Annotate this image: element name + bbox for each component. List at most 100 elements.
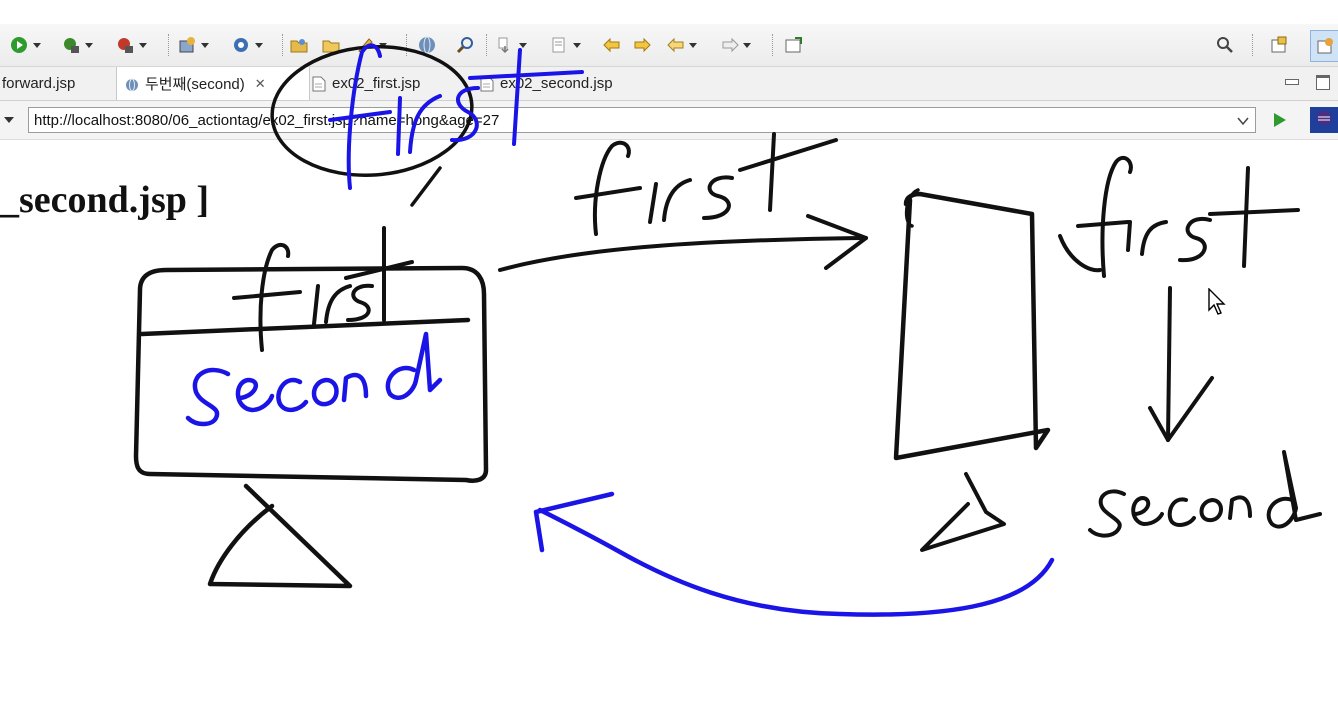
play-icon	[1270, 113, 1288, 133]
tab-browser-second[interactable]: 두번째(second) ✕	[116, 67, 310, 100]
url-dropdown-icon[interactable]	[1235, 112, 1251, 130]
tab-label: ex02_first.jsp	[332, 75, 421, 92]
ink-down-arrow	[1166, 286, 1172, 442]
next-annotation-button[interactable]	[496, 34, 527, 56]
perspective-button[interactable]	[1270, 34, 1288, 56]
tab-ex02-second-jsp[interactable]: ex02_second.jsp	[476, 67, 650, 100]
search-button[interactable]	[1216, 34, 1234, 56]
ink-triangle-left	[207, 483, 353, 589]
java-ee-perspective-button[interactable]	[1310, 30, 1338, 62]
back-orange-icon	[602, 36, 620, 54]
go-button[interactable]	[1270, 111, 1288, 134]
close-icon[interactable]: ✕	[254, 75, 266, 91]
minimize-icon[interactable]	[1285, 79, 1299, 85]
java-ee-icon	[1316, 37, 1334, 55]
url-input[interactable]	[28, 107, 1256, 133]
page-heading: _second.jsp ]	[0, 179, 210, 221]
new-server-icon	[178, 36, 196, 54]
open-perspective-button[interactable]	[784, 34, 802, 56]
debug-button[interactable]	[62, 34, 93, 56]
ink-right-box	[893, 191, 1051, 461]
last-edit-forward-button[interactable]	[632, 34, 651, 56]
folder-icon	[322, 36, 340, 54]
chevron-down-icon[interactable]	[379, 42, 387, 48]
pencil-button[interactable]	[356, 34, 387, 56]
chevron-down-icon[interactable]	[139, 42, 147, 48]
chevron-down-icon[interactable]	[573, 42, 581, 48]
file-icon	[480, 76, 494, 92]
down-annotation-icon	[496, 36, 514, 54]
tab-label: ex02_second.jsp	[500, 75, 613, 92]
ink-first-right	[1058, 155, 1300, 278]
ink-right-box-top	[904, 188, 920, 228]
ink-arrow-head	[806, 214, 868, 270]
ink-blue-return-arrow	[537, 507, 1055, 617]
server-icon	[116, 36, 134, 54]
toolbar-separator	[772, 34, 773, 56]
settings-button[interactable]	[232, 34, 263, 56]
settings-icon	[232, 36, 250, 54]
forward-button[interactable]	[720, 34, 751, 56]
search-tool-button[interactable]	[456, 34, 474, 56]
new-server-button[interactable]	[178, 34, 209, 56]
ink-left-box-divider	[139, 317, 471, 337]
search-icon	[1216, 36, 1234, 54]
run-icon	[10, 36, 28, 54]
browser-nav-button[interactable]	[1310, 107, 1338, 133]
ink-first-top	[574, 132, 838, 236]
list-button[interactable]	[550, 34, 581, 56]
chevron-down-icon[interactable]	[33, 42, 41, 48]
folder-button[interactable]	[322, 34, 340, 56]
toolbar-separator	[406, 34, 407, 56]
forward-icon	[720, 36, 739, 54]
main-toolbar	[0, 24, 1338, 67]
chevron-down-icon[interactable]	[689, 42, 697, 48]
chevron-down-icon[interactable]	[519, 42, 527, 48]
toolbar-separator	[1252, 34, 1253, 56]
forward-orange-icon	[632, 36, 651, 54]
mouse-cursor	[1208, 287, 1226, 321]
chevron-down-icon[interactable]	[201, 42, 209, 48]
server-button[interactable]	[116, 34, 147, 56]
open-folder-button[interactable]	[290, 34, 308, 56]
ink-blue-arrow-head	[533, 491, 615, 553]
browser-url-bar	[0, 101, 1338, 140]
history-dropdown-icon[interactable]	[4, 117, 14, 123]
ink-down-arrow-head	[1148, 376, 1214, 442]
chevron-down-icon[interactable]	[85, 42, 93, 48]
run-button[interactable]	[10, 34, 41, 56]
ink-second-right	[1088, 450, 1322, 538]
debug-icon	[62, 36, 80, 54]
ink-first-left	[232, 226, 414, 352]
open-perspective-icon	[784, 36, 802, 54]
ink-triangle-right	[920, 472, 1006, 552]
perspective-icon	[1270, 36, 1288, 54]
pencil-icon	[356, 36, 374, 54]
globe-icon	[418, 36, 436, 54]
ink-left-box	[133, 265, 489, 483]
open-folder-icon	[290, 36, 308, 54]
chevron-down-icon[interactable]	[743, 42, 751, 48]
back-button[interactable]	[666, 34, 697, 56]
search-tool-icon	[456, 36, 474, 54]
maximize-icon[interactable]	[1316, 75, 1330, 90]
back-icon	[666, 36, 684, 54]
eclipse-icon	[1315, 109, 1333, 132]
editor-tab-bar: forward.jsp 두번째(second) ✕ ex02_first.jsp…	[0, 67, 1338, 101]
globe-button[interactable]	[418, 34, 436, 56]
last-edit-back-button[interactable]	[602, 34, 620, 56]
toolbar-separator	[168, 34, 169, 56]
tab-ex02-first-jsp[interactable]: ex02_first.jsp	[308, 67, 472, 100]
file-icon	[312, 76, 326, 92]
ink-arrow-right	[498, 236, 868, 272]
tab-label: forward.jsp	[2, 75, 76, 92]
toolbar-separator	[282, 34, 283, 56]
window-top-strip	[0, 0, 1338, 24]
ink-blue-second-left	[185, 331, 443, 427]
globe-icon	[125, 76, 139, 92]
toolbar-separator	[486, 34, 487, 56]
chevron-down-icon[interactable]	[255, 42, 263, 48]
tab-forward-jsp[interactable]: forward.jsp	[0, 67, 114, 100]
ink-pointer-line	[410, 166, 442, 207]
list-icon	[550, 36, 568, 54]
